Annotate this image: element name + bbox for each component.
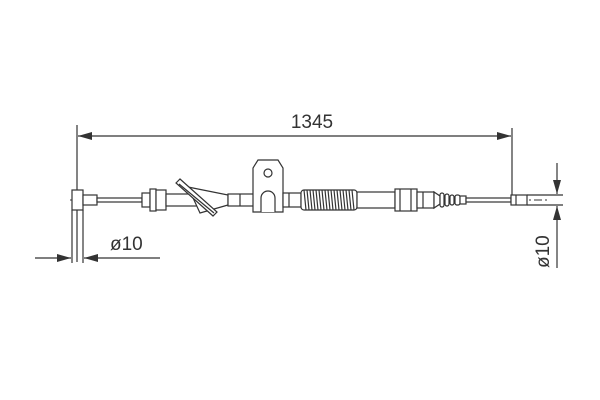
cable-assembly [71,159,528,263]
bellows-rib [339,189,343,211]
length-dimension: 1345 [76,112,513,262]
bellows-rib [327,189,331,211]
bellows-rib [312,189,316,211]
left-diameter-label: ø10 [110,234,143,255]
bellows-rib [309,189,313,211]
bellows-rib [315,189,319,211]
bellows-rib [348,189,352,211]
rubber-bellows [300,189,358,211]
ferrule [394,188,418,212]
inner-cable-left [96,197,143,203]
left-diameter-dimension: ø10 [35,234,160,262]
bellows-rib [351,189,355,211]
outer-tube-right [356,191,396,209]
length-label: 1345 [291,112,333,133]
bellows-rib [330,189,334,211]
bracket-hole [263,168,273,178]
bellows-rib [303,189,307,211]
bellows-rib [321,189,325,211]
right-end-fitting [510,194,528,206]
right-diameter-dimension: ø10 [527,163,563,268]
left-end-nipple [71,189,84,211]
right-diameter-label: ø10 [533,235,554,268]
bellows-rib [336,189,340,211]
inner-cable-right [465,197,512,203]
bellows-rib [333,189,337,211]
bellows-rib [306,189,310,211]
bellows-rib [342,189,346,211]
bellows-rib [324,189,328,211]
bellows-rib [318,189,322,211]
bellows-rib [345,189,349,211]
